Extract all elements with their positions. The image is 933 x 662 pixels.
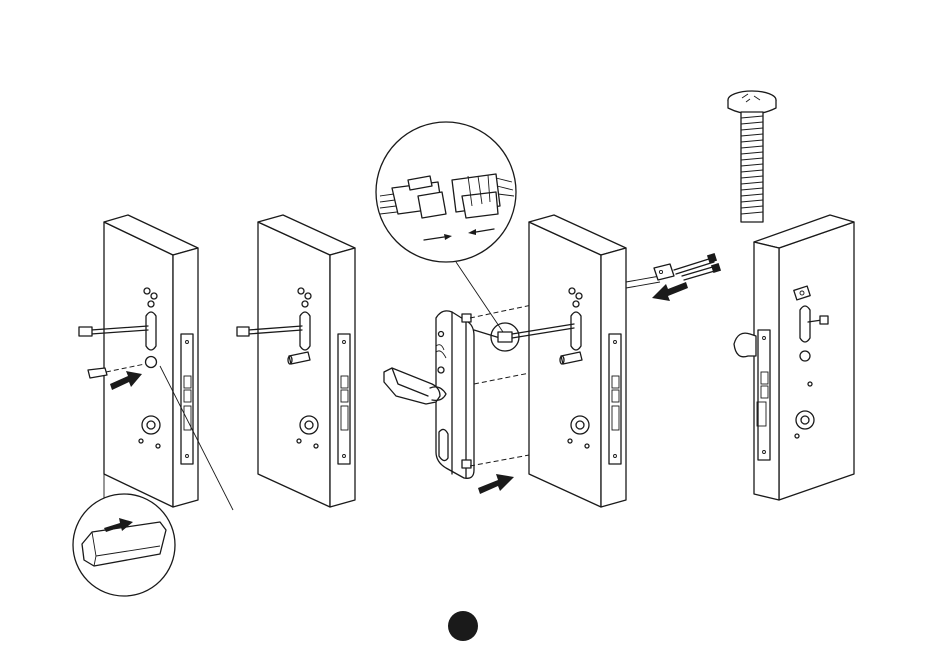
push-arrow-icon: [652, 282, 688, 301]
page-number-badge: [448, 611, 478, 641]
push-arrow-icon: [478, 474, 514, 494]
door-panel-1: [79, 215, 233, 510]
spindle-detail-icon: [73, 494, 175, 596]
connector-detail-icon: [376, 122, 516, 335]
screw-detail-icon: [728, 91, 776, 222]
door-panel-4: [734, 215, 854, 500]
door-panel-3: [512, 215, 688, 507]
door-panel-2: [237, 215, 355, 507]
mounting-screws: [654, 253, 721, 280]
